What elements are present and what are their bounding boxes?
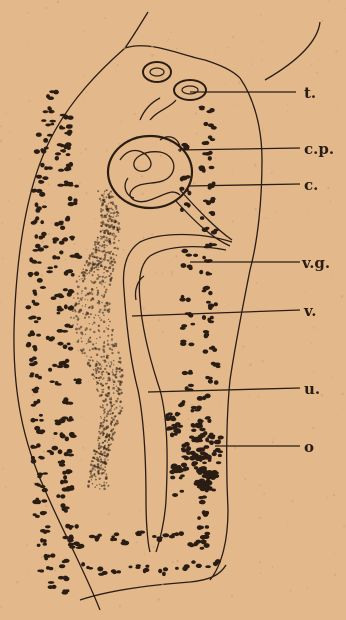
label-u: u.: [304, 380, 320, 398]
label-t: t.: [304, 84, 316, 102]
label-v: v.: [303, 302, 316, 320]
vagina-tubes: [123, 235, 232, 553]
cirrus-pouch: [108, 98, 232, 246]
uterus-band: [70, 189, 124, 490]
label-cp: c.p.: [304, 140, 334, 158]
leader-lines: [132, 92, 300, 446]
vitelline-follicles: [25, 90, 223, 595]
label-o: o: [304, 438, 314, 456]
label-vg: v.g.: [301, 254, 330, 272]
label-c: c.: [304, 176, 318, 194]
labels: t. c.p. c. v.g. v. u. o: [301, 84, 334, 456]
testis: [143, 62, 206, 100]
